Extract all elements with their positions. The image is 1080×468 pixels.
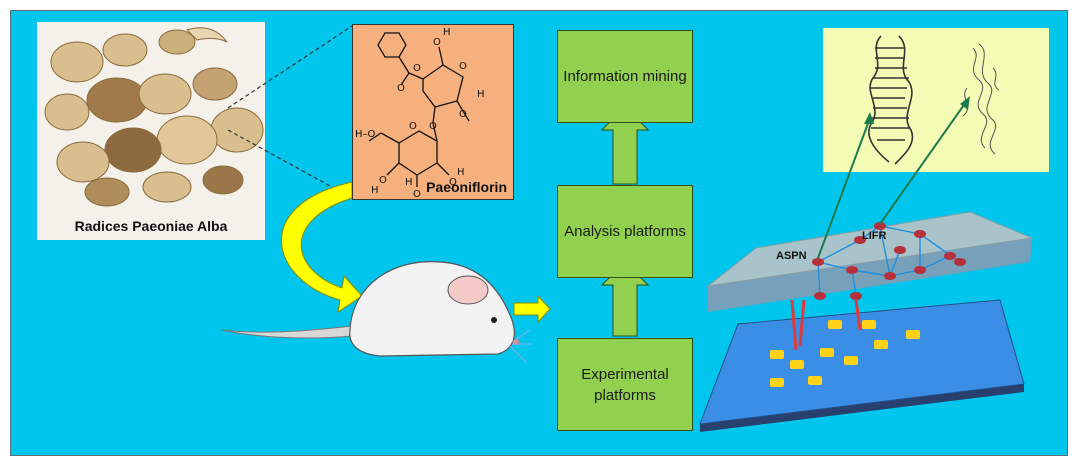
bond [380,132,400,144]
compound-structure-box: O O O H O H O H–O O O O H O H O H Paeoni… [352,24,514,200]
herb-slice [158,29,196,55]
atom-label: H–O [355,129,376,140]
gene-label-aspn: ASPN [776,250,807,262]
mouse-eye [491,317,497,323]
atom-label: O [409,121,417,132]
atom-label: H [443,27,451,38]
herb-slice [138,73,192,115]
top-plate [706,211,1034,287]
herb-slices-illustration [44,27,264,207]
atom-label: O [449,177,457,188]
herb-slice [44,93,90,131]
bond [438,46,444,66]
bond [368,132,382,142]
bottom-plate-edge [700,384,1024,432]
zoom-line-top [227,25,353,109]
atom-label: O [433,37,441,48]
herb-slice [102,33,148,67]
atom-label: O [397,83,405,94]
herb-slice [50,41,104,83]
mouse-tail [221,325,353,339]
experimental-platforms-box: Experimental platforms [557,338,693,431]
bottom-plate-dots [770,320,920,387]
bond [456,100,470,122]
atom-label: H [371,185,379,196]
herb-photo: Radices Paeoniae Alba [37,22,265,240]
aspn-protein-structure [868,35,914,165]
atom-label: O [429,121,437,132]
lifr-pointer-head [960,96,970,110]
lifr-pointer-arrow [879,101,967,225]
bond [398,56,410,74]
bond [432,122,438,142]
herb-slice [202,165,244,195]
bond [386,162,400,176]
network-nodes [812,222,966,300]
bond [436,162,450,176]
herb-slice [192,67,238,101]
atom-label: O [379,175,387,186]
bottom-plate [699,299,1025,425]
compound-name: Paeoniflorin [426,179,507,195]
mouse-ear [447,275,489,305]
herb-label: Radices Paeoniae Alba [74,218,228,234]
herb-curl [186,27,228,43]
zoom-line-bottom [227,129,353,199]
paeoniflorin-structure: O O O H O H O H–O O O O H O H O H [355,27,485,200]
bond [432,106,436,124]
curved-arrow [281,181,363,314]
herb-slice [104,127,162,173]
protein-structure-box [823,28,1049,172]
atom-label: H [405,177,413,188]
aspn-pointer-arrow [817,117,871,259]
mouse-whiskers [509,329,532,363]
mouse-to-platform-arrow [513,294,551,324]
gene-label-lifr: LIFR [862,230,887,242]
atom-label: O [413,189,421,200]
herb-slice [84,177,130,207]
atom-label: H [457,167,465,178]
atom-label: O [413,63,421,74]
analysis-platforms-box: Analysis platforms [557,185,693,278]
link-lines [790,299,862,351]
bond [400,72,410,86]
atom-label: H [477,89,485,100]
atom-label: O [459,109,467,120]
aspn-pointer-head [864,112,874,124]
information-mining-box: Information mining [557,30,693,123]
herb-slice [56,141,110,183]
herb-slice [142,171,192,203]
bond [408,72,424,80]
atom-label: O [459,61,467,72]
